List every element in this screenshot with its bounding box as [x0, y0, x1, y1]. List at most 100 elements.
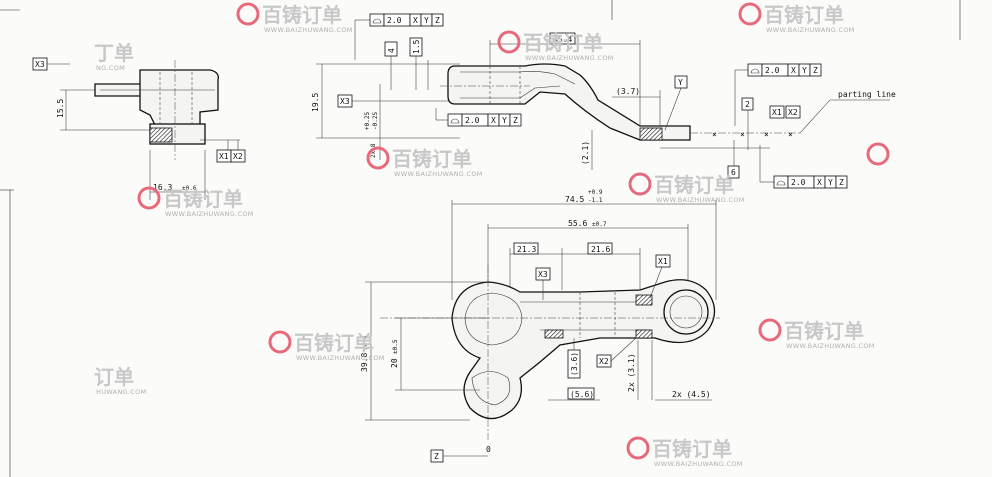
tol-ref-1z: Z [435, 16, 440, 25]
parting-x-mark-4: × [788, 130, 793, 139]
plan-view-lower-lobe [471, 371, 511, 406]
datum-x1-label-top: X1 [772, 108, 782, 117]
left-view-section [149, 127, 173, 143]
tol-ref-3y: Y [802, 66, 807, 75]
dim-55-6: 55.6 [568, 219, 587, 228]
parting-x-mark-2: × [740, 130, 745, 139]
dim-74-5: 74.5 [565, 195, 584, 204]
tol-ref-1x: X [413, 16, 418, 25]
watermark-logo-icon [628, 172, 652, 196]
dim-5-6: (5.6) [570, 390, 594, 399]
watermark-partial-top-left: 丁单 NG.COM [94, 41, 134, 72]
watermark-brand: 百铸订单 [523, 31, 603, 55]
plan-view-section-1 [635, 294, 653, 306]
watermark-brand: 百铸订单 [764, 3, 844, 27]
watermark-url: WWW.BAIZHUWANG.COM [264, 26, 353, 34]
tol-value-1: 2.0 [387, 16, 402, 25]
parting-x-mark-1: × [712, 130, 717, 139]
watermark-brand: 百铸订单 [652, 437, 732, 461]
tol-ref-4z: Z [839, 178, 844, 187]
watermark-logo-icon [758, 318, 782, 342]
watermark-8: 百铸订单 WWW.BAIZHUWANG.COM [758, 318, 875, 350]
dim-45-4: 45.4 [553, 35, 572, 44]
dim-box-6 [727, 165, 740, 179]
watermark-logo-icon [497, 30, 521, 54]
profile-symbol-icon-3 [750, 68, 760, 74]
profile-symbol-icon-4 [776, 180, 786, 186]
dim-16-3-tol: ±0.6 [182, 185, 197, 192]
dim-20: 20 [390, 358, 399, 368]
datum-x3-label-plan: X3 [538, 270, 548, 279]
tol-ref-2y: Y [502, 116, 507, 125]
datum-x2-label-plan: X2 [599, 357, 609, 366]
datum-x1-box-plan [655, 254, 671, 268]
datum-x2-leader-plan [610, 337, 637, 362]
tol-ref-4x: X [817, 178, 822, 187]
plan-view-right-boss [663, 289, 709, 335]
watermark-9: 百铸订单 WWW.BAIZHUWANG.COM [626, 436, 743, 468]
parting-line-leader [799, 99, 831, 134]
watermark-partial-right [866, 142, 890, 166]
dim-2-1: (2.1) [581, 141, 590, 165]
dim-20-tol: ±0.5 [392, 339, 399, 354]
dim-box-21-6 [587, 242, 613, 255]
dim-2: 2 [745, 100, 750, 109]
tol-ref-4y: Y [828, 178, 833, 187]
watermark-7: 百铸订单 WWW.BAIZHUWANG.COM [268, 330, 384, 362]
flatness-symbol-box-4 [773, 175, 789, 189]
dim-1-5: 1.5 [412, 39, 421, 54]
profile-symbol-icon-2 [450, 118, 460, 124]
watermark-url: WWW.BAIZHUWANG.COM [654, 460, 743, 468]
watermark-url: WWW.BAIZHUWANG.COM [394, 170, 483, 178]
watermark-url: WWW.BAIZHUWANG.COM [525, 54, 614, 62]
dim-6: 6 [731, 168, 736, 177]
datum-z-label: Z [434, 452, 439, 461]
datum-x1-label-plan: X1 [658, 257, 668, 266]
tol-value-3: 2.0 [765, 66, 780, 75]
watermark-partial-left: 订单 HUWANG.COM [94, 365, 146, 396]
dim-55-6-tol: ±0.7 [592, 221, 607, 228]
watermark-4: 百铸订单 WWW.BAIZHUWANG.COM [366, 146, 483, 178]
dim-zero: 0 [486, 445, 491, 454]
datum-x3-label-top: X3 [340, 97, 350, 106]
watermark-5: 百铸订单 WWW.BAIZHUWANG.COM [628, 172, 745, 204]
tol-value-4: 2.0 [791, 178, 806, 187]
watermark-brand: 百铸订单 [392, 147, 472, 171]
plan-view-right-bore [669, 295, 703, 329]
watermark-6: 百铸订单 WWW.BAIZHUWANG.COM [137, 186, 254, 218]
watermark-url: WWW.BAIZHUWANG.COM [656, 196, 745, 204]
dim-box-5-6 [567, 387, 595, 400]
watermark-url: WWW.BAIZHUWANG.COM [786, 342, 875, 350]
watermark-3: 百铸订单 WWW.BAIZHUWANG.COM [497, 30, 614, 62]
dim-4-5: 2x (4.5) [672, 390, 711, 399]
dim-39-8: 39.8 [360, 353, 369, 372]
dim-4: 4 [387, 48, 396, 53]
watermark-url: WWW.BAIZHUWANG.COM [165, 210, 254, 218]
tol-ref-2z: Z [513, 116, 518, 125]
watermark-partial-url: HUWANG.COM [96, 388, 146, 396]
tol-ref-3x: X [791, 66, 796, 75]
parting-line-label: parting line [838, 90, 896, 99]
watermark-brand: 百铸订单 [654, 173, 734, 197]
watermark-2: 百铸订单 WWW.BAIZHUWANG.COM [738, 2, 855, 34]
dim-3-6: (3.6) [570, 352, 579, 376]
tol-ref-1y: Y [424, 16, 429, 25]
datum-x1-label-left: X1 [219, 152, 229, 161]
tol-ref-box-1z [431, 13, 444, 27]
dim-21-3: 21.3 [517, 245, 536, 254]
dim-74-5-tol-dn: -1.1 [588, 197, 603, 204]
watermark-partial-brand: 订单 [94, 365, 134, 389]
dim-box-2 [741, 97, 754, 111]
tol-ref-box-2z [509, 113, 522, 127]
dim-74-5-tol-up: +0.9 [588, 189, 603, 196]
watermark-logo-icon [626, 436, 650, 460]
watermark-logo-icon [137, 186, 161, 210]
flatness-symbol-box-1 [369, 13, 385, 27]
watermark-url: WWW.BAIZHUWANG.COM [766, 26, 855, 34]
datum-x3-label-left: X3 [35, 60, 45, 69]
watermark-logo-icon [738, 2, 762, 26]
tol-ref-2x: X [491, 116, 496, 125]
plan-view-part-outline [451, 279, 716, 420]
watermark-logo-icon [866, 142, 890, 166]
